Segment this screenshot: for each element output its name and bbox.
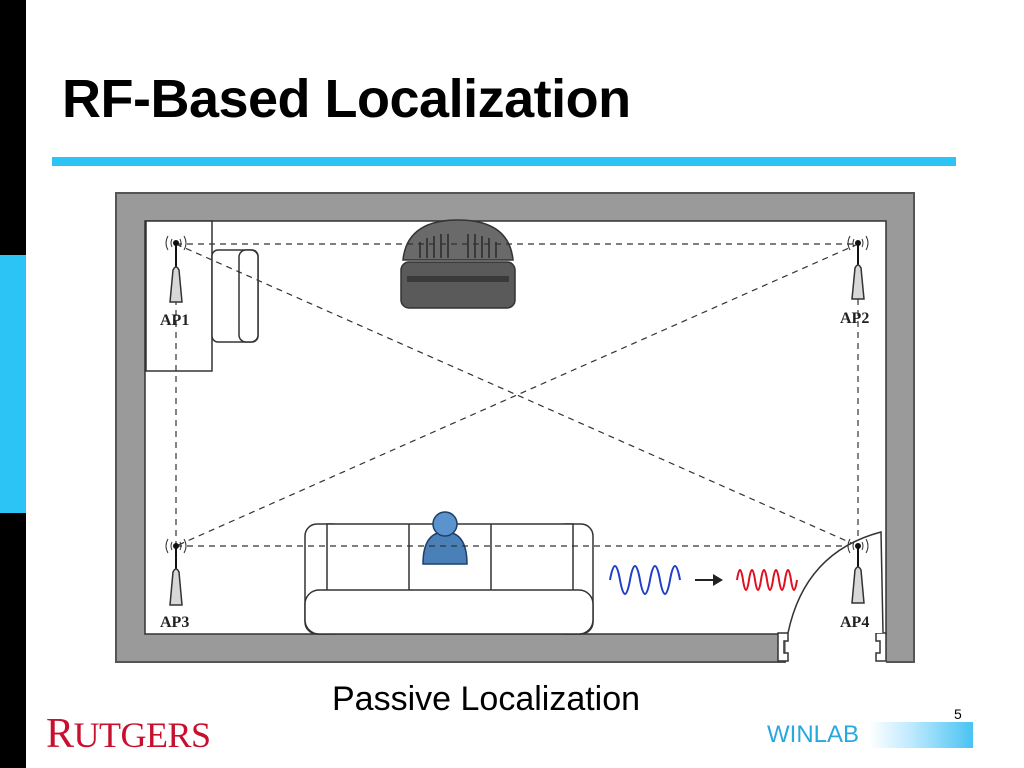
person-icon: [422, 511, 468, 565]
diagram-caption: Passive Localization: [332, 680, 641, 718]
left-accent-bar: [0, 255, 26, 513]
page-number: 5: [954, 706, 962, 722]
signal-wave-after: [736, 569, 798, 591]
winlab-logo: WINLAB: [765, 722, 973, 748]
access-point-ap3: AP3: [160, 538, 189, 631]
ap2-label: AP2: [840, 310, 869, 327]
arrow-icon: [695, 574, 723, 586]
rutgers-logo: RUTGERS: [46, 711, 211, 757]
door-jamb-right: [875, 632, 887, 662]
room-diagram: AP1 AP2 AP3 AP4: [115, 192, 915, 663]
access-point-ap1: AP1: [160, 235, 189, 329]
access-point-ap4: AP4: [840, 538, 869, 631]
tv-base-inner: [407, 276, 509, 282]
door-jamb-left: [777, 632, 789, 662]
tv-cabinet: [402, 219, 514, 261]
desk-chair-back: [238, 249, 259, 343]
tv-cabinet-lines: [419, 234, 497, 258]
ap3-label: AP3: [160, 614, 189, 631]
doorway-gap: [786, 633, 886, 663]
slide-title: RF-Based Localization: [62, 69, 631, 129]
tv-base: [400, 261, 516, 309]
ap4-label: AP4: [840, 614, 869, 631]
title-underline: [52, 157, 956, 166]
signal-wave-before: [609, 565, 681, 595]
access-point-ap2: AP2: [840, 235, 869, 327]
ap1-label: AP1: [160, 312, 189, 329]
door-swing: [787, 531, 884, 634]
ap-link-lines: [175, 243, 859, 547]
